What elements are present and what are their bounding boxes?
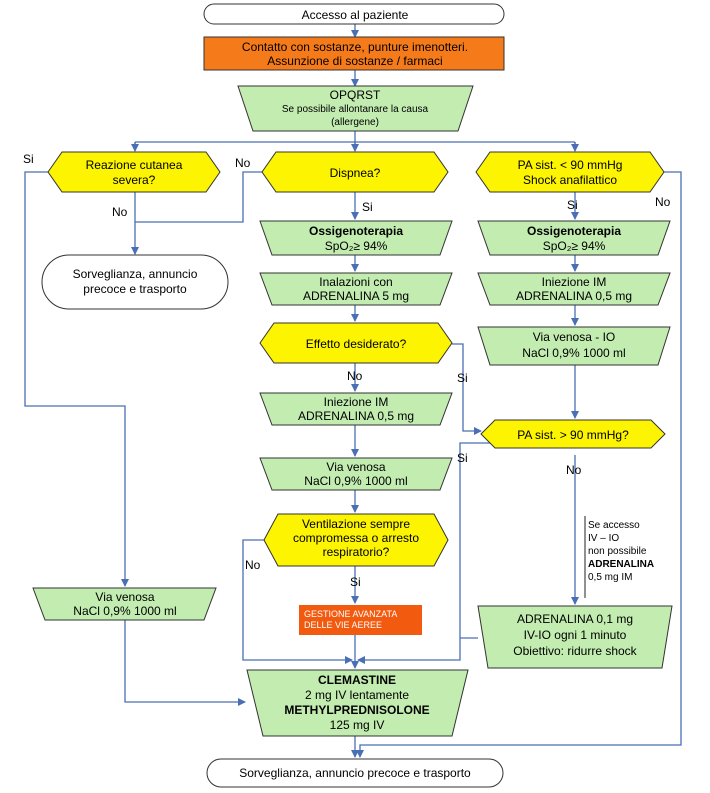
node-contact-line2: Assunzione di sostanze / farmaci xyxy=(267,54,442,68)
node-gestione-line2: DELLE VIE AEREE xyxy=(304,620,382,630)
node-iv-left: Via venosa NaCl 0,9% 1000 ml xyxy=(32,587,217,621)
connectors xyxy=(24,24,682,758)
node-opqrst-line3: (allergene) xyxy=(331,117,379,128)
node-oxygen-right-line2: SpO₂≥ 94% xyxy=(543,239,606,253)
node-opqrst-line2: Se possibile allontanare la causa xyxy=(282,104,429,115)
edge-label-dyspnea-no: No xyxy=(235,156,251,170)
edge-label-vent-yes: Si xyxy=(350,575,361,589)
node-adrenalina-iv: ADRENALINA 0,1 mg IV-IO ogni 1 minuto Ob… xyxy=(477,605,673,669)
node-iv-io-line1: Via venosa - IO xyxy=(533,330,616,344)
node-dyspnea-label: Dispnea? xyxy=(330,166,381,180)
node-shock-decision: PA sist. < 90 mmHg Shock anafilattico xyxy=(475,151,665,193)
edge-label-effect-no: No xyxy=(347,369,363,383)
node-shock-line1: PA sist. < 90 mmHg xyxy=(518,158,623,172)
node-skin-line2: severa? xyxy=(113,173,156,187)
edge-label-dyspnea-yes: Si xyxy=(362,200,373,214)
node-injection-right-line1: Iniezione IM xyxy=(542,275,607,289)
node-adrenalina-iv-line2: IV-IO ogni 1 minuto xyxy=(524,628,627,642)
node-oxygen-right-line1: Ossigenoterapia xyxy=(527,224,621,238)
node-contact: Contatto con sostanze, punture imenotter… xyxy=(203,36,505,71)
node-ventilation-decision: Ventilazione sempre compromessa o arrest… xyxy=(263,513,449,567)
node-end: Sorveglianza, annuncio precoce e traspor… xyxy=(206,758,504,788)
edge-label-shock-yes: Si xyxy=(567,198,578,212)
node-iv-io-line2: NaCl 0,9% 1000 ml xyxy=(522,346,625,360)
node-gestione-vie-aeree: GESTIONE AVANZATA DELLE VIE AEREE xyxy=(299,605,422,635)
node-injection-mid-line1: Iniezione IM xyxy=(324,395,389,409)
node-iv-io: Via venosa - IO NaCl 0,9% 1000 ml xyxy=(477,326,671,366)
edge-label-skin-yes: Si xyxy=(23,152,34,166)
node-contact-line1: Contatto con sostanze, punture imenotter… xyxy=(242,40,468,54)
side-note-line1: Se accesso xyxy=(588,520,640,531)
node-injection-mid-line2: ADRENALINA 0,5 mg xyxy=(298,409,414,423)
node-dyspnea-decision: Dispnea? xyxy=(261,151,449,193)
edge-label-effect-yes: Si xyxy=(457,371,468,385)
side-note-line4: ADRENALINA xyxy=(588,559,654,570)
node-inhalation-line2: ADRENALINA 5 mg xyxy=(303,289,409,303)
side-note-line5: 0,5 mg IM xyxy=(588,572,632,583)
edge-label-skin-no: No xyxy=(112,205,128,219)
node-injection-right: Iniezione IM ADRENALINA 0,5 mg xyxy=(477,272,671,306)
node-clemastine-line2: 2 mg IV lentamente xyxy=(305,688,409,702)
node-iv-left-line2: NaCl 0,9% 1000 ml xyxy=(73,604,176,618)
node-effect-decision: Effetto desiderato? xyxy=(259,322,453,364)
side-note-line3: non possibile xyxy=(588,546,647,557)
node-pa-check-decision: PA sist. > 90 mmHg? xyxy=(480,419,666,449)
node-iv-mid: Via venosa NaCl 0,9% 1000 ml xyxy=(259,457,453,491)
node-pa-check-label: PA sist. > 90 mmHg? xyxy=(517,428,629,442)
node-clemastine-line3: METHYLPREDNISOLONE xyxy=(284,703,429,717)
node-adrenalina-iv-line1: ADRENALINA 0,1 mg xyxy=(517,612,633,626)
edge-labels: Si No No Si Si No No Si Si No No Si xyxy=(23,152,671,589)
node-oxygen-mid-line1: Ossigenoterapia xyxy=(309,224,403,238)
edge-label-pa-yes: Si xyxy=(457,451,468,465)
node-shock-line2: Shock anafilattico xyxy=(523,173,617,187)
node-gestione-line1: GESTIONE AVANZATA xyxy=(304,609,397,619)
edge-label-pa-no: No xyxy=(566,463,582,477)
node-iv-left-line1: Via venosa xyxy=(95,590,154,604)
node-monitor-left: Sorveglianza, annuncio precoce e traspor… xyxy=(41,254,229,310)
node-iv-mid-line2: NaCl 0,9% 1000 ml xyxy=(304,474,407,488)
node-inhalation-line1: Inalazioni con xyxy=(319,275,392,289)
node-end-label: Sorveglianza, annuncio precoce e traspor… xyxy=(239,766,471,780)
side-note-line2: IV – IO xyxy=(588,533,619,544)
node-iv-mid-line1: Via venosa xyxy=(326,460,385,474)
node-skin-line1: Reazione cutanea xyxy=(86,158,183,172)
node-oxygen-mid: Ossigenoterapia SpO₂≥ 94% xyxy=(259,220,453,256)
node-injection-right-line2: ADRENALINA 0,5 mg xyxy=(516,289,632,303)
node-skin-decision: Reazione cutanea severa? xyxy=(47,151,221,193)
node-ventilation-line2: compromessa o arresto xyxy=(293,531,419,545)
node-side-note: Se accesso IV – IO non possibile ADRENAL… xyxy=(588,520,654,583)
node-monitor-left-line2: precoce e trasporto xyxy=(83,282,187,296)
edge-label-shock-no: No xyxy=(655,195,671,209)
node-start-label: Accesso al paziente xyxy=(302,8,409,22)
node-clemastine-line1: CLEMASTINE xyxy=(318,673,396,687)
node-start: Accesso al paziente xyxy=(203,3,505,25)
node-opqrst-title: OPQRST xyxy=(330,88,381,102)
node-clemastine-line4: 125 mg IV xyxy=(330,718,385,732)
node-opqrst: OPQRST Se possibile allontanare la causa… xyxy=(237,85,474,132)
node-oxygen-mid-line2: SpO₂≥ 94% xyxy=(325,239,388,253)
node-ventilation-line3: respiratorio? xyxy=(323,545,390,559)
node-monitor-left-line1: Sorveglianza, annuncio xyxy=(73,267,198,281)
node-effect-label: Effetto desiderato? xyxy=(306,337,407,351)
node-adrenalina-iv-line3: Obiettivo: ridurre shock xyxy=(513,644,637,658)
node-inhalation: Inalazioni con ADRENALINA 5 mg xyxy=(259,272,453,306)
edge-label-vent-no: No xyxy=(245,558,261,572)
node-clemastine: CLEMASTINE 2 mg IV lentamente METHYLPRED… xyxy=(246,669,469,737)
node-ventilation-line1: Ventilazione sempre xyxy=(302,517,410,531)
node-injection-mid: Iniezione IM ADRENALINA 0,5 mg xyxy=(259,392,453,426)
node-oxygen-right: Ossigenoterapia SpO₂≥ 94% xyxy=(477,220,671,256)
